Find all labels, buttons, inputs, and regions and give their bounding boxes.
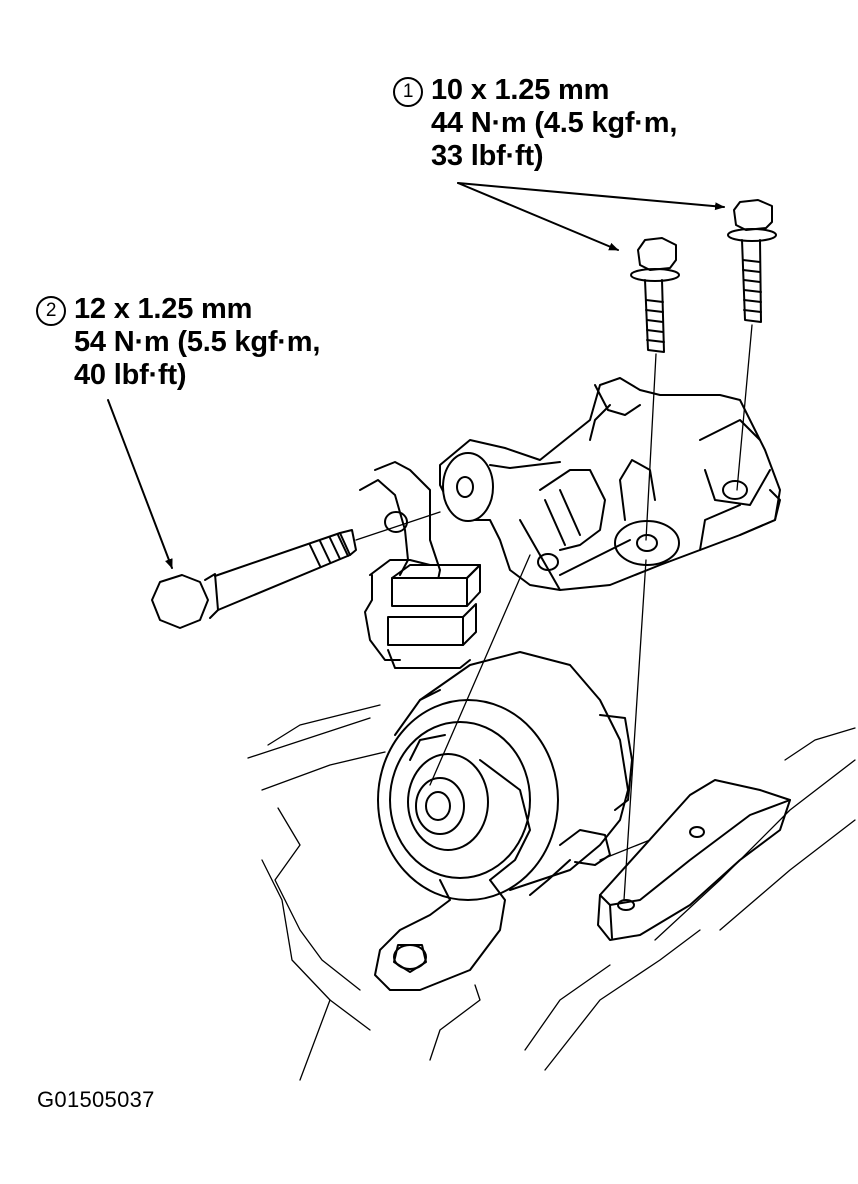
mount-bracket [440, 378, 780, 590]
bolt-1-spec-line: 1 10 x 1.25 mm [393, 74, 677, 107]
leader-arrows [108, 183, 724, 568]
bolt-1-spec: 10 x 1.25 mm [431, 74, 610, 106]
figure-id: G01505037 [37, 1087, 155, 1112]
callout-number-2: 2 [36, 296, 66, 326]
rubber-mount [378, 652, 632, 900]
bolt-2-spec-line: 2 12 x 1.25 mm [36, 293, 320, 326]
bolt-1-torque-lbf: 33 lbf·ft) [431, 140, 544, 172]
bolt-1-callout: 1 10 x 1.25 mm 44 N·m (4.5 kgf·m, 33 lbf·… [393, 74, 677, 173]
bolt-1a [631, 238, 679, 352]
bolt-2-torque-lbf: 40 lbf·ft) [74, 359, 187, 391]
bolt-1b [728, 200, 776, 322]
bolt-2-callout: 2 12 x 1.25 mm 54 N·m (5.5 kgf·m, 40 lbf·… [36, 293, 320, 392]
bolt-2-torque-nm: 54 N·m (5.5 kgf·m, [74, 326, 321, 358]
bolt-2 [152, 530, 356, 628]
center-lines [356, 325, 752, 900]
transmission-housing [248, 705, 855, 1080]
bolt-2-spec: 12 x 1.25 mm [74, 293, 253, 325]
frame-bracket [598, 780, 790, 940]
lower-support [375, 830, 610, 990]
bolt-1-torque-nm: 44 N·m (4.5 kgf·m, [431, 107, 678, 139]
callout-number-1: 1 [393, 77, 423, 107]
